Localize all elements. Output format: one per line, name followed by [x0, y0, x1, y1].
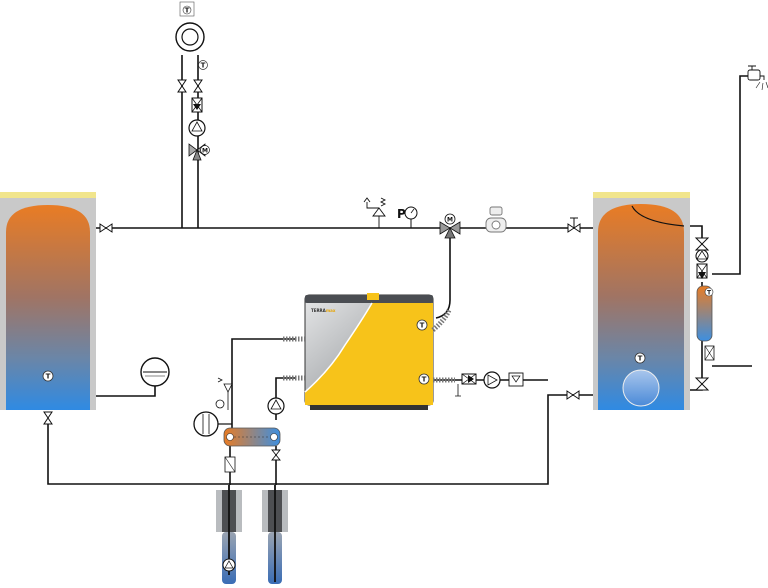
- motor-icon: [444, 213, 456, 225]
- shutoff-valve-icon: [177, 79, 187, 93]
- faucet-icon: [747, 65, 768, 91]
- source-heat-exchanger: [223, 427, 281, 447]
- sensor-label: T: [46, 373, 51, 381]
- temperature-sensor-icon: [634, 352, 646, 364]
- safety-relief-valve-icon: [215, 377, 233, 410]
- shutoff-valve-icon: [193, 79, 203, 93]
- sensor-label: T: [201, 62, 206, 70]
- pressure-gauge-icon: P: [397, 206, 418, 228]
- sensor-label: T: [185, 6, 190, 14]
- outlet-line-components: [455, 371, 524, 397]
- heat-pump-accent: [305, 303, 433, 405]
- temperature-sensor-icon: [198, 60, 208, 70]
- boiler-column: T T M: [175, 1, 210, 161]
- sensor-label: T: [707, 289, 712, 296]
- supply-well: [216, 485, 242, 584]
- temperature-sensor-icon: [270, 433, 278, 441]
- filter-icon: [508, 372, 524, 387]
- circulation-pump-icon: [695, 249, 709, 263]
- sensor-label: T: [422, 376, 427, 384]
- sensor-label: T: [420, 322, 425, 330]
- right-storage-tank: T: [593, 192, 690, 410]
- shutoff-valve-icon: [567, 217, 581, 233]
- dhw-heat-exchanger: [696, 285, 713, 342]
- tank-body: [598, 204, 684, 410]
- tank-lid: [593, 192, 690, 198]
- shutoff-valve-icon: [43, 411, 53, 425]
- motor-label: M: [202, 147, 208, 154]
- shutoff-valve-icon: [694, 377, 710, 391]
- expansion-vessel-icon: [140, 357, 170, 387]
- shutoff-valve-icon: [694, 237, 710, 251]
- tank-lid: [0, 192, 96, 198]
- return-well: [262, 485, 288, 584]
- thermostatic-valve-icon: [485, 206, 507, 233]
- temperature-sensor-icon: [42, 370, 54, 382]
- three-way-mixing-valve-icon: M: [439, 213, 461, 239]
- motor-label: M: [447, 217, 453, 224]
- temperature-sensor-icon: [704, 287, 714, 297]
- brand-suffix-label: max: [326, 308, 336, 313]
- expansion-vessel-icon: [193, 411, 232, 437]
- safety-relief-valve-icon: [363, 197, 387, 228]
- shutoff-valve-icon: [271, 449, 281, 461]
- motor-icon: [200, 145, 210, 155]
- dhw-loop: T: [694, 237, 715, 391]
- circulation-pump-icon: [188, 119, 206, 137]
- left-storage-tank: T: [0, 192, 96, 410]
- brand-label: TERRA: [311, 308, 327, 313]
- flexible-hose: [283, 308, 455, 383]
- temperature-sensor-icon: [226, 433, 234, 441]
- shutoff-valve-icon: [99, 223, 113, 233]
- temperature-sensor-icon: [182, 5, 192, 15]
- circulation-pump-icon: [267, 397, 285, 415]
- heat-pump-unit: TERRA max T T: [304, 293, 434, 410]
- tank-body: [6, 205, 90, 410]
- coil-port: [622, 369, 660, 407]
- temperature-sensor-icon: [418, 373, 430, 385]
- temperature-sensor-icon: [416, 319, 428, 331]
- shutoff-valve-icon: [566, 390, 580, 400]
- sensor-label: T: [638, 355, 643, 363]
- pressure-label: P: [397, 207, 406, 221]
- boiler-unit-icon: [175, 22, 205, 52]
